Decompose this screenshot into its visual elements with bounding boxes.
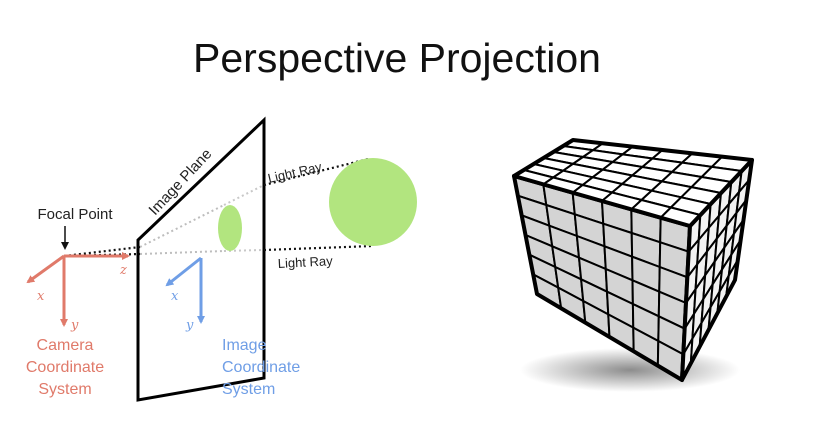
light-ray-bottom	[263, 244, 374, 252]
light-ray-top-label: Light Ray	[266, 159, 323, 186]
focal-point-label: Focal Point	[37, 206, 113, 223]
image-plane-label: Image Plane	[145, 146, 215, 219]
projected-sphere	[218, 205, 242, 251]
image-axis-x-label: x	[171, 289, 179, 304]
camera-system-line-3: System	[38, 381, 91, 398]
cube-shadow	[520, 348, 740, 392]
light-ray-bottom-label: Light Ray	[277, 253, 333, 271]
camera-axes: z x y	[26, 252, 130, 333]
image-plane	[136, 116, 266, 402]
ray-bottom-hidden	[139, 250, 225, 255]
camera-axis-x-label: x	[37, 289, 45, 304]
page-title: Perspective Projection	[193, 35, 601, 81]
image-system-line-3: System	[222, 381, 275, 398]
camera-system-line-1: Camera	[37, 337, 94, 354]
cube-top-face-outline	[512, 138, 754, 228]
camera-coordinate-system-caption: Camera Coordinate System	[26, 337, 104, 398]
grid-cube	[512, 138, 754, 392]
projection-diagram: Image Plane Light Ray Light Ray Focal Po…	[26, 116, 417, 402]
image-axes: x y	[165, 256, 205, 333]
camera-system-line-2: Coordinate	[26, 359, 104, 376]
camera-axis-x	[26, 254, 65, 284]
image-axis-y-label: y	[185, 318, 194, 333]
image-system-line-2: Coordinate	[222, 359, 300, 376]
ray-top-hidden	[139, 204, 225, 248]
image-system-line-1: Image	[222, 337, 267, 354]
image-axis-x	[165, 256, 202, 287]
ray-top-inner	[223, 185, 263, 206]
image-coordinate-system-caption: Image Coordinate System	[222, 337, 300, 398]
camera-axis-y-label: y	[70, 318, 79, 333]
sphere-object	[329, 158, 417, 246]
camera-axis-z-label: z	[119, 263, 127, 278]
